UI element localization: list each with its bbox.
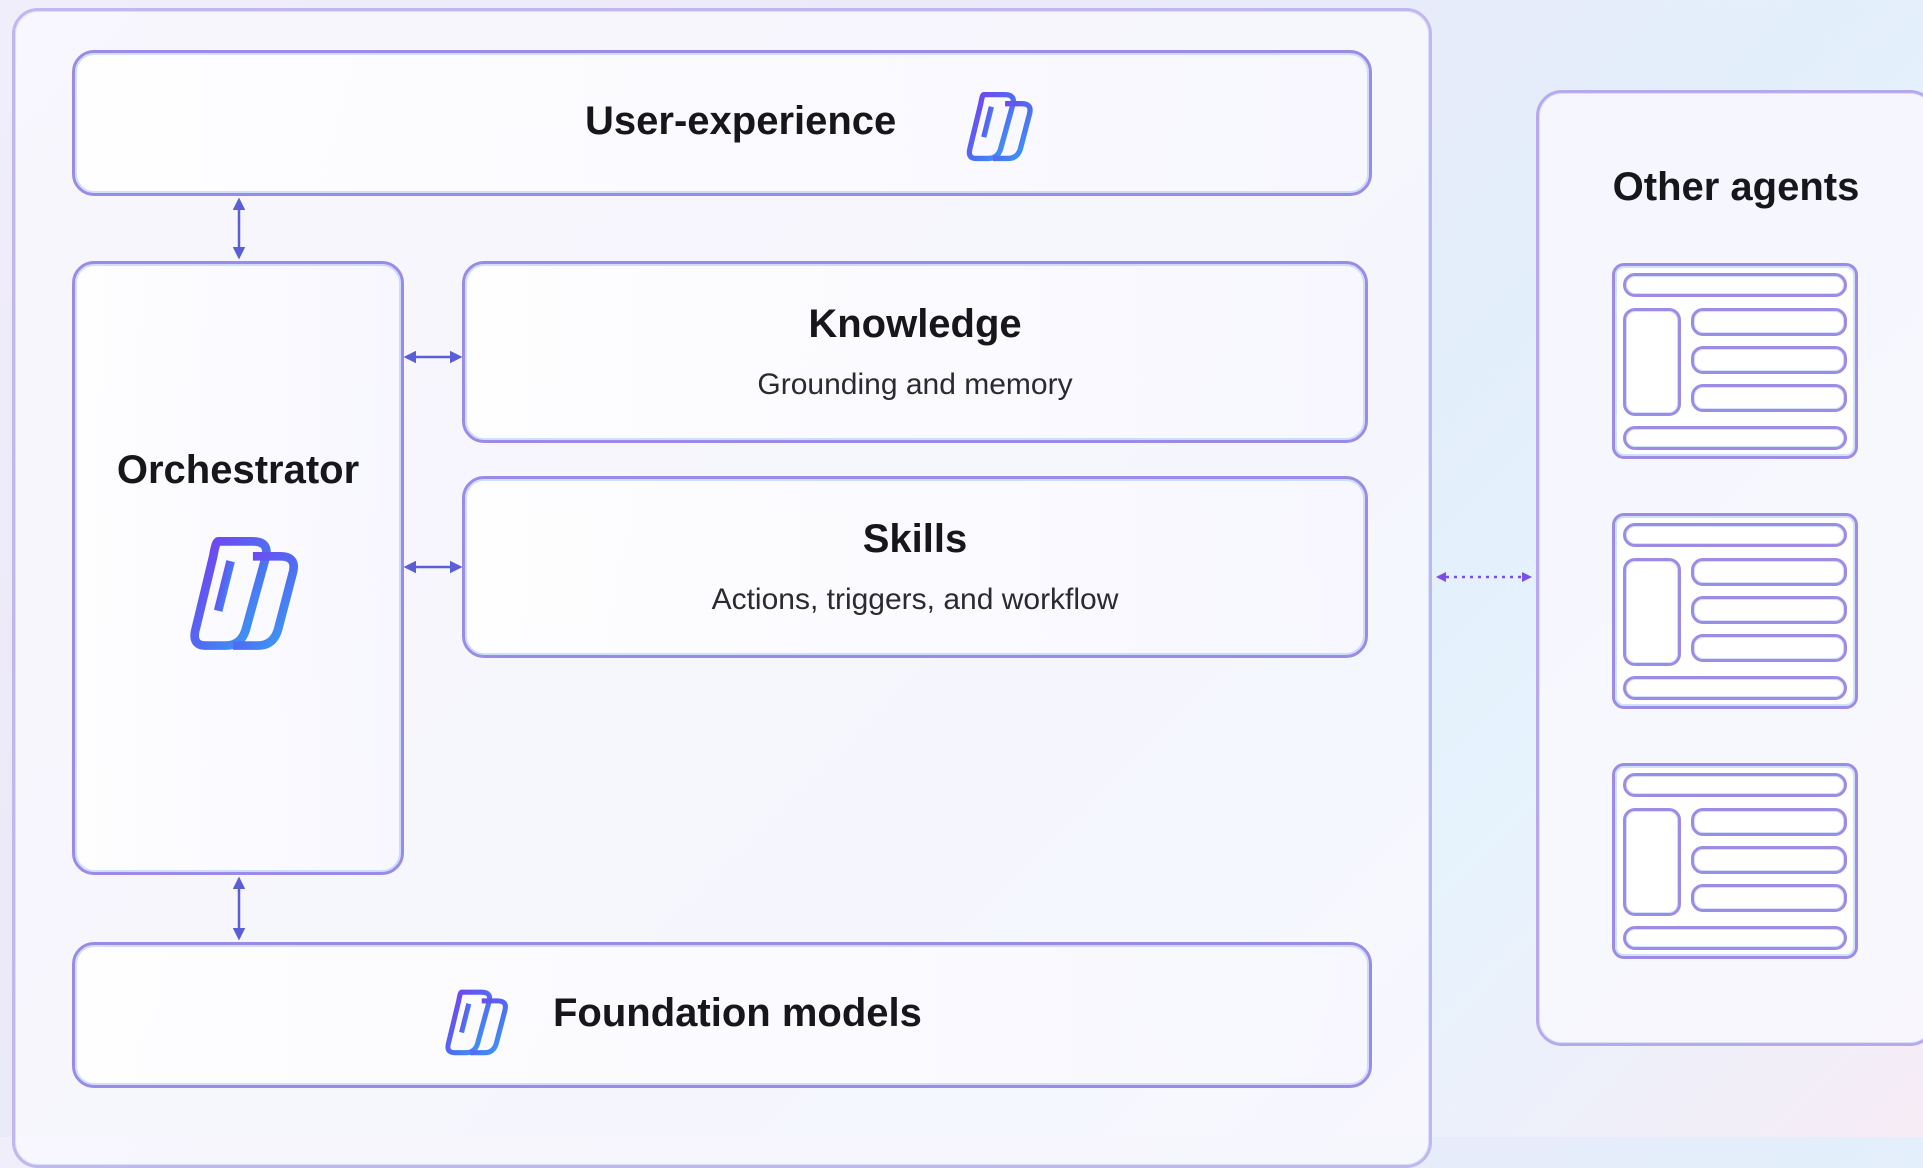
- skills-label: Skills: [862, 517, 968, 561]
- foundation-models-box: Foundation models: [72, 942, 1372, 1088]
- knowledge-label: Knowledge: [808, 302, 1022, 346]
- agent-card-icon: [1612, 513, 1858, 709]
- foundation-models-label: Foundation models: [553, 991, 922, 1035]
- user-experience-box: User-experience: [72, 50, 1372, 196]
- skills-box: Skills Actions, triggers, and workflow: [462, 476, 1368, 658]
- agent-card-icon: [1612, 763, 1858, 959]
- skills-subtitle: Actions, triggers, and workflow: [711, 583, 1119, 616]
- knowledge-subtitle: Grounding and memory: [757, 368, 1073, 401]
- other-agents-label: Other agents: [1612, 165, 1860, 209]
- orchestrator-label: Orchestrator: [116, 448, 360, 492]
- agent-card-icon: [1612, 263, 1858, 459]
- connector-arrows: [232, 197, 1532, 941]
- knowledge-box: Knowledge Grounding and memory: [462, 261, 1368, 443]
- other-agents-box: Other agents: [1536, 90, 1923, 1046]
- orchestrator-box: Orchestrator: [72, 261, 404, 875]
- user-experience-label: User-experience: [585, 99, 897, 143]
